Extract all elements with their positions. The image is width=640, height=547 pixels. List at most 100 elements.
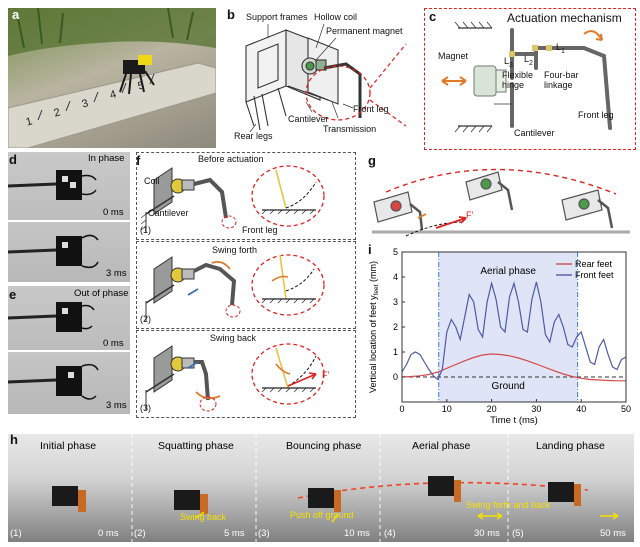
f-step-1-title: Before actuation xyxy=(198,154,264,164)
photo-a-scene xyxy=(8,8,216,148)
panel-e-photo-3ms xyxy=(8,352,130,414)
f-step-1-num: (1) xyxy=(140,225,151,235)
ruler-tick xyxy=(65,100,71,112)
d-time-0: 0 ms xyxy=(103,207,124,218)
y-tick-label: 4 xyxy=(393,272,398,282)
h-frame-3-time: 10 ms xyxy=(344,528,370,539)
panel-h-overlay xyxy=(52,434,619,542)
h-frame-2-num: (2) xyxy=(134,528,146,539)
y-tick-label: 0 xyxy=(393,372,398,382)
y-axis-ticks: 0 1 2 3 4 5 xyxy=(393,247,405,382)
panel-f-letter: f xyxy=(136,153,141,168)
c-title: Actuation mechanism xyxy=(507,11,622,25)
rear-feet-series-line xyxy=(401,353,626,382)
panel-e-photo-0ms xyxy=(8,286,130,350)
ruler-ticks xyxy=(37,73,155,121)
y-axis-label: Vertical location of feet yfeet (mm) xyxy=(368,261,380,393)
c-l3-label: L3 xyxy=(504,56,513,69)
e-time-0: 0 ms xyxy=(103,338,124,349)
panel-b-letter: b xyxy=(227,7,235,22)
f-step-2-frame xyxy=(136,241,356,329)
c-front-leg-label: Front leg xyxy=(578,110,614,120)
b-front-leg-label: Front leg xyxy=(353,104,389,114)
h-frame-3-note: Push off ground xyxy=(290,510,354,520)
panel-c-mechanism-drawing xyxy=(441,21,612,133)
c-flexible-hinge-label: Flexible hinge xyxy=(502,70,534,90)
x-axis-label: Time t (ms) xyxy=(490,415,538,426)
f-step-3-title: Swing back xyxy=(210,333,257,343)
c-magnet-label: Magnet xyxy=(438,51,469,61)
h-frame-4-title: Aerial phase xyxy=(412,440,471,452)
h-frame-1-num: (1) xyxy=(10,528,22,539)
h-frame-2-time: 5 ms xyxy=(224,528,245,539)
aerial-phase-label: Aerial phase xyxy=(480,266,536,277)
h-frame-5-time: 50 ms xyxy=(600,528,626,539)
y-tick-label: 3 xyxy=(393,297,398,307)
h-frame-1-title: Initial phase xyxy=(40,440,97,452)
y-tick-label: 2 xyxy=(393,322,398,332)
x-tick-label: 30 xyxy=(531,404,541,414)
panel-a-letter: a xyxy=(12,7,20,22)
h-frame-2-title: Squatting phase xyxy=(158,440,234,452)
g-force-label: F' xyxy=(466,210,474,220)
panel-d-photo-0ms xyxy=(8,152,130,220)
ground-label: Ground xyxy=(491,381,524,392)
f-step-1-frame xyxy=(136,152,356,240)
panel-b-cad-drawing xyxy=(245,23,407,133)
ruler-tick xyxy=(93,91,99,103)
f-step-3-force: F' xyxy=(322,370,330,380)
h-frame-5-num: (5) xyxy=(512,528,524,539)
c-four-bar-label: Four-bar linkage xyxy=(544,70,579,90)
b-permanent-magnet-label: Permanent magnet xyxy=(326,26,403,36)
f-step-1-front-leg: Front leg xyxy=(242,225,278,235)
b-transmission-label: Transmission xyxy=(323,124,377,134)
e-title: Out of phase xyxy=(74,288,129,299)
panel-c-letter: c xyxy=(429,9,437,24)
panel-g-letter: g xyxy=(368,153,376,168)
panel-g-trajectory xyxy=(372,168,630,237)
b-cantilever-label: Cantilever xyxy=(288,114,329,124)
c-cantilever-label: Cantilever xyxy=(514,128,555,138)
x-tick-label: 10 xyxy=(442,404,452,414)
panel-c-frame xyxy=(424,8,636,150)
h-frame-3-num: (3) xyxy=(258,528,270,539)
ruler-tick xyxy=(37,109,43,121)
c-l2-label: L2 xyxy=(524,54,533,67)
panel-i-letter: i xyxy=(368,242,372,257)
f-step-1-coil: Coil xyxy=(144,176,160,186)
h-frame-2-note: Swing back xyxy=(180,512,227,522)
h-frame-4-note: Swing forth and back xyxy=(466,500,551,510)
x-tick-label: 40 xyxy=(576,404,586,414)
d-title: In phase xyxy=(88,153,125,164)
f-step-2-num: (2) xyxy=(140,314,151,324)
front-feet-series-line xyxy=(401,280,627,381)
c-l1-label: L1 xyxy=(556,42,565,55)
b-support-frames-label: Support frames xyxy=(246,12,308,22)
e-time-3: 3 ms xyxy=(106,400,127,411)
ruler-tick xyxy=(121,82,127,94)
panel-d-photo-3ms xyxy=(8,222,130,282)
f-step-2-title: Swing forth xyxy=(212,245,258,255)
x-tick-label: 20 xyxy=(487,404,497,414)
panel-d-letter: d xyxy=(9,152,17,167)
y-tick-label: 1 xyxy=(393,347,398,357)
panel-h-letter: h xyxy=(10,432,18,447)
b-rear-legs-label: Rear legs xyxy=(234,131,273,141)
h-frame-5-title: Landing phase xyxy=(536,440,605,452)
x-tick-label: 0 xyxy=(399,404,404,414)
f-step-1-cantilever: Cantilever xyxy=(148,208,189,218)
ruler-tick xyxy=(149,73,155,85)
legend-rear-label: Rear feet xyxy=(575,259,613,269)
b-hollow-coil-label: Hollow coil xyxy=(314,12,358,22)
f-step-3-num: (3) xyxy=(140,403,151,413)
panel-f-drawings xyxy=(140,165,325,412)
y-tick-label: 5 xyxy=(393,247,398,257)
h-frame-1-time: 0 ms xyxy=(98,528,119,539)
d-time-3: 3 ms xyxy=(106,268,127,279)
h-frame-3-title: Bouncing phase xyxy=(286,440,362,452)
h-frame-4-time: 30 ms xyxy=(474,528,500,539)
legend-front-label: Front feet xyxy=(575,270,614,280)
